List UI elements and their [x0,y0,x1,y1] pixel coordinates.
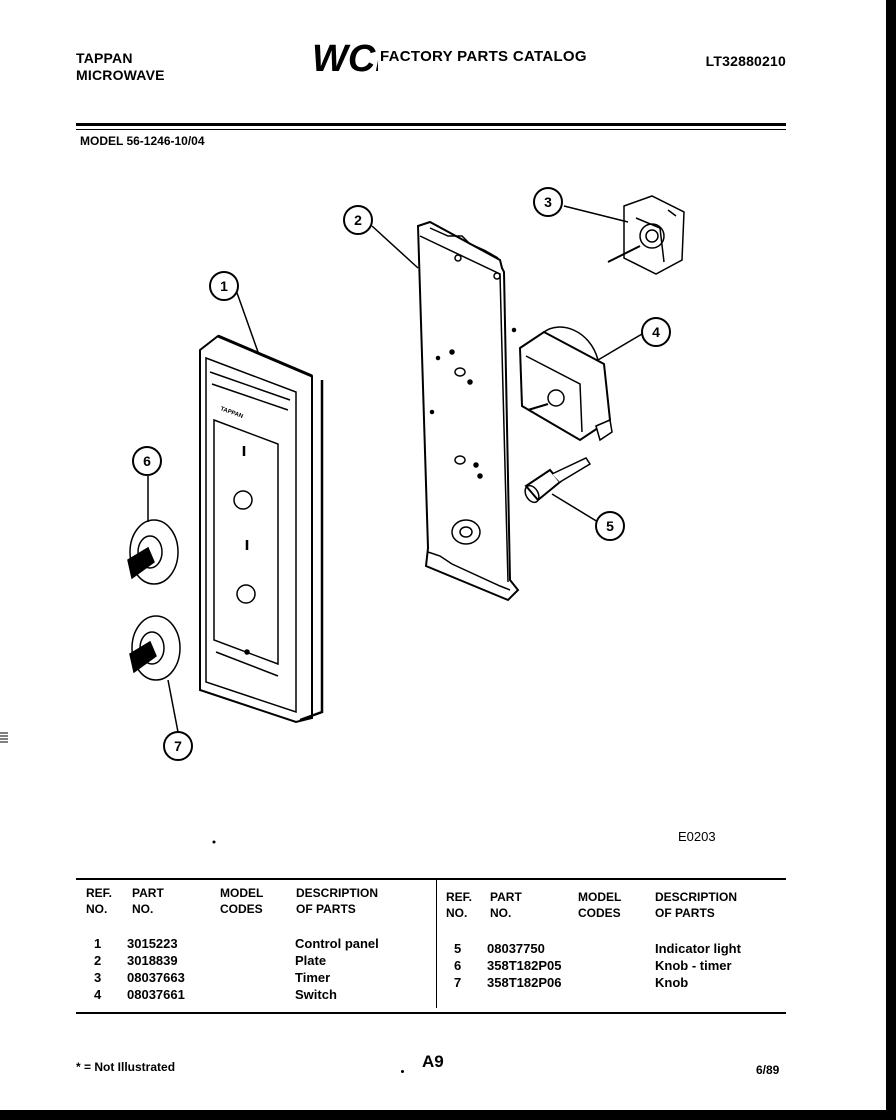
ref-no: 3 [94,970,102,985]
catalog-header: WCI FACTORY PARTS CATALOG [312,38,612,80]
callout-5-label: 5 [606,518,614,534]
ref-no: 4 [94,987,102,1002]
exploded-parts-diagram: TAPPAN [127,187,685,844]
part-no: 08037750 [487,941,545,956]
ref-no: 7 [454,975,462,990]
figure-code: E0203 [678,829,716,844]
callout-balloons: 1 2 3 4 5 6 7 [132,187,671,761]
page-number: A9 [422,1052,444,1071]
header-ref-no-right: REF.NO. [446,890,473,920]
plate-drawing [416,220,520,602]
callout-7: 7 [163,731,193,761]
part-description: Control panel [295,936,379,951]
callout-4-label: 4 [652,324,660,340]
callout-4: 4 [641,317,671,347]
catalog-date: 6/89 [756,1063,780,1077]
edge-marks [0,732,8,743]
part-description: Timer [295,970,331,985]
header-rule [76,123,786,126]
table-top-rule [76,878,786,880]
model-number: MODEL 56-1246-10/04 [80,134,205,148]
footnote: * = Not Illustrated [76,1060,176,1074]
callout-1-label: 1 [220,278,228,294]
brand-name: TAPPAN [76,50,133,66]
part-no: 358T182P05 [487,958,562,973]
part-no: 358T182P06 [487,975,562,990]
catalog-number: LT32880210 [705,53,786,69]
control-panel-drawing: TAPPAN [199,334,324,724]
callout-2: 2 [343,205,373,235]
indicator-light-drawing [524,457,592,504]
wci-logo: WCI [312,38,387,80]
ref-no: 2 [94,953,102,968]
product-type: MICROWAVE [76,67,165,83]
part-description: Knob [655,975,689,990]
knob-drawing [129,615,181,681]
ref-no: 6 [454,958,462,973]
part-no: 08037663 [127,970,185,985]
callout-1: 1 [209,271,239,301]
part-description: Plate [295,953,327,968]
dot-mark [401,1070,404,1073]
part-no: 08037661 [127,987,185,1002]
switch-drawing [518,326,613,442]
callout-3-label: 3 [544,194,552,210]
part-description: Knob - timer [655,958,732,973]
part-no: 3015223 [127,936,178,951]
table-column-divider [436,880,437,1008]
catalog-title: FACTORY PARTS CATALOG [380,48,587,65]
part-no: 3018839 [127,953,178,968]
knob-timer-drawing [127,519,179,585]
part-description: Indicator light [655,941,741,956]
callout-6-label: 6 [143,453,151,469]
callout-3: 3 [533,187,563,217]
callout-7-label: 7 [174,738,182,754]
ref-no: 1 [94,936,102,951]
logo-text: WCI [312,38,378,78]
table-bottom-rule [76,1012,786,1014]
header-rule-thin [76,129,786,130]
part-description: Switch [295,987,337,1002]
ref-no: 5 [454,941,462,956]
callout-5: 5 [595,511,625,541]
timer-drawing [607,195,685,275]
callout-2-label: 2 [354,212,362,228]
callout-6: 6 [132,446,162,476]
header-ref-no: REF.NO. [86,886,113,916]
